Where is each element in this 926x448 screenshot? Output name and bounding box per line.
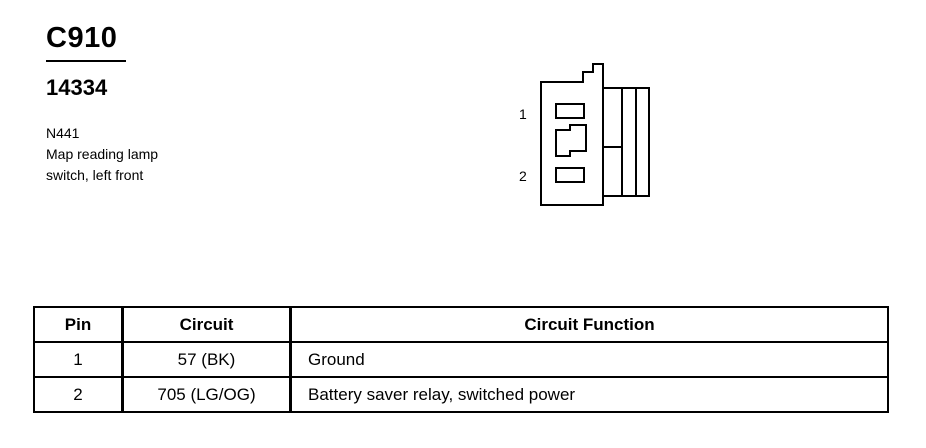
table-row: 1 57 (BK) Ground bbox=[33, 341, 889, 378]
title-underline bbox=[46, 60, 126, 62]
terminal-cavity-1 bbox=[555, 103, 585, 119]
connector-housing-outline bbox=[540, 63, 604, 206]
connector-face-diagram bbox=[540, 63, 650, 206]
cell-pin: 1 bbox=[33, 341, 124, 378]
header-circuit-function: Circuit Function bbox=[289, 306, 889, 343]
connector-id: C910 bbox=[46, 22, 118, 54]
connector-code: N441 bbox=[46, 125, 80, 141]
cell-circuit: 705 (LG/OG) bbox=[121, 376, 292, 413]
header-pin: Pin bbox=[33, 306, 124, 343]
header-circuit: Circuit bbox=[121, 306, 292, 343]
pin-label-2: 2 bbox=[519, 168, 527, 184]
cell-function: Battery saver relay, switched power bbox=[289, 376, 889, 413]
connector-latch-body bbox=[602, 87, 650, 197]
part-number: 14334 bbox=[46, 75, 108, 100]
cell-function: Ground bbox=[289, 341, 889, 378]
terminal-cavity-keyed bbox=[555, 124, 587, 157]
terminal-cavity-2 bbox=[555, 167, 585, 183]
description-line-2: switch, left front bbox=[46, 167, 144, 183]
pin-label-1: 1 bbox=[519, 106, 527, 122]
cell-pin: 2 bbox=[33, 376, 124, 413]
pinout-table: Pin Circuit Circuit Function 1 57 (BK) G… bbox=[33, 306, 889, 413]
description-line-1: Map reading lamp bbox=[46, 146, 159, 162]
cell-circuit: 57 (BK) bbox=[121, 341, 292, 378]
table-header-row: Pin Circuit Circuit Function bbox=[33, 306, 889, 343]
table-row: 2 705 (LG/OG) Battery saver relay, switc… bbox=[33, 376, 889, 413]
